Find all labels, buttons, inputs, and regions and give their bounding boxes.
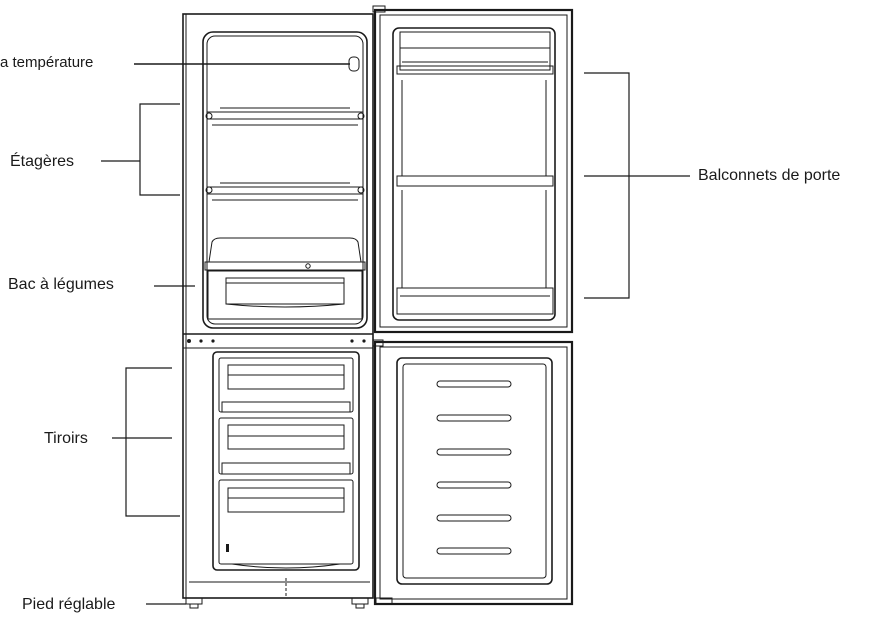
label-shelves: Étagères bbox=[10, 151, 74, 170]
label-temperature: a température bbox=[0, 54, 93, 71]
fridge-door bbox=[372, 5, 574, 334]
door-balcony-1 bbox=[396, 31, 554, 75]
crisper-cover bbox=[204, 237, 366, 271]
crisper-drawer bbox=[207, 270, 363, 320]
divider-screws bbox=[187, 339, 366, 343]
freezer-drawer-2 bbox=[218, 417, 354, 475]
freezer-door bbox=[372, 339, 574, 606]
thermostat-knob-icon bbox=[348, 56, 360, 72]
shelf-1 bbox=[205, 107, 365, 126]
label-door-balconies: Balconnets de porte bbox=[698, 167, 840, 184]
door-balcony-2 bbox=[396, 80, 554, 187]
fridge-compartment bbox=[202, 31, 368, 329]
label-drawers: Tiroirs bbox=[44, 430, 88, 447]
freezer-drawer-1 bbox=[218, 357, 354, 413]
label-foot: Pied réglable bbox=[22, 596, 116, 613]
shelf-2 bbox=[205, 182, 365, 201]
label-crisper: Bac à légumes bbox=[8, 276, 114, 293]
door-balcony-3 bbox=[396, 190, 554, 315]
fridge-body bbox=[182, 13, 374, 599]
callout-temperature: a température bbox=[0, 54, 350, 71]
callout-crisper: Bac à légumes bbox=[8, 276, 195, 293]
callout-foot: Pied réglable bbox=[22, 596, 186, 613]
kick-plate bbox=[189, 578, 370, 596]
callout-shelves: Étagères bbox=[10, 103, 180, 196]
freezer-compartment bbox=[189, 351, 370, 596]
callout-door-balconies: Balconnets de porte bbox=[584, 72, 840, 299]
freezer-door-slots bbox=[436, 380, 512, 555]
freezer-drawer-3 bbox=[218, 479, 354, 569]
adjustable-foot-icon bbox=[185, 597, 393, 609]
callout-drawers: Tiroirs bbox=[44, 367, 180, 517]
